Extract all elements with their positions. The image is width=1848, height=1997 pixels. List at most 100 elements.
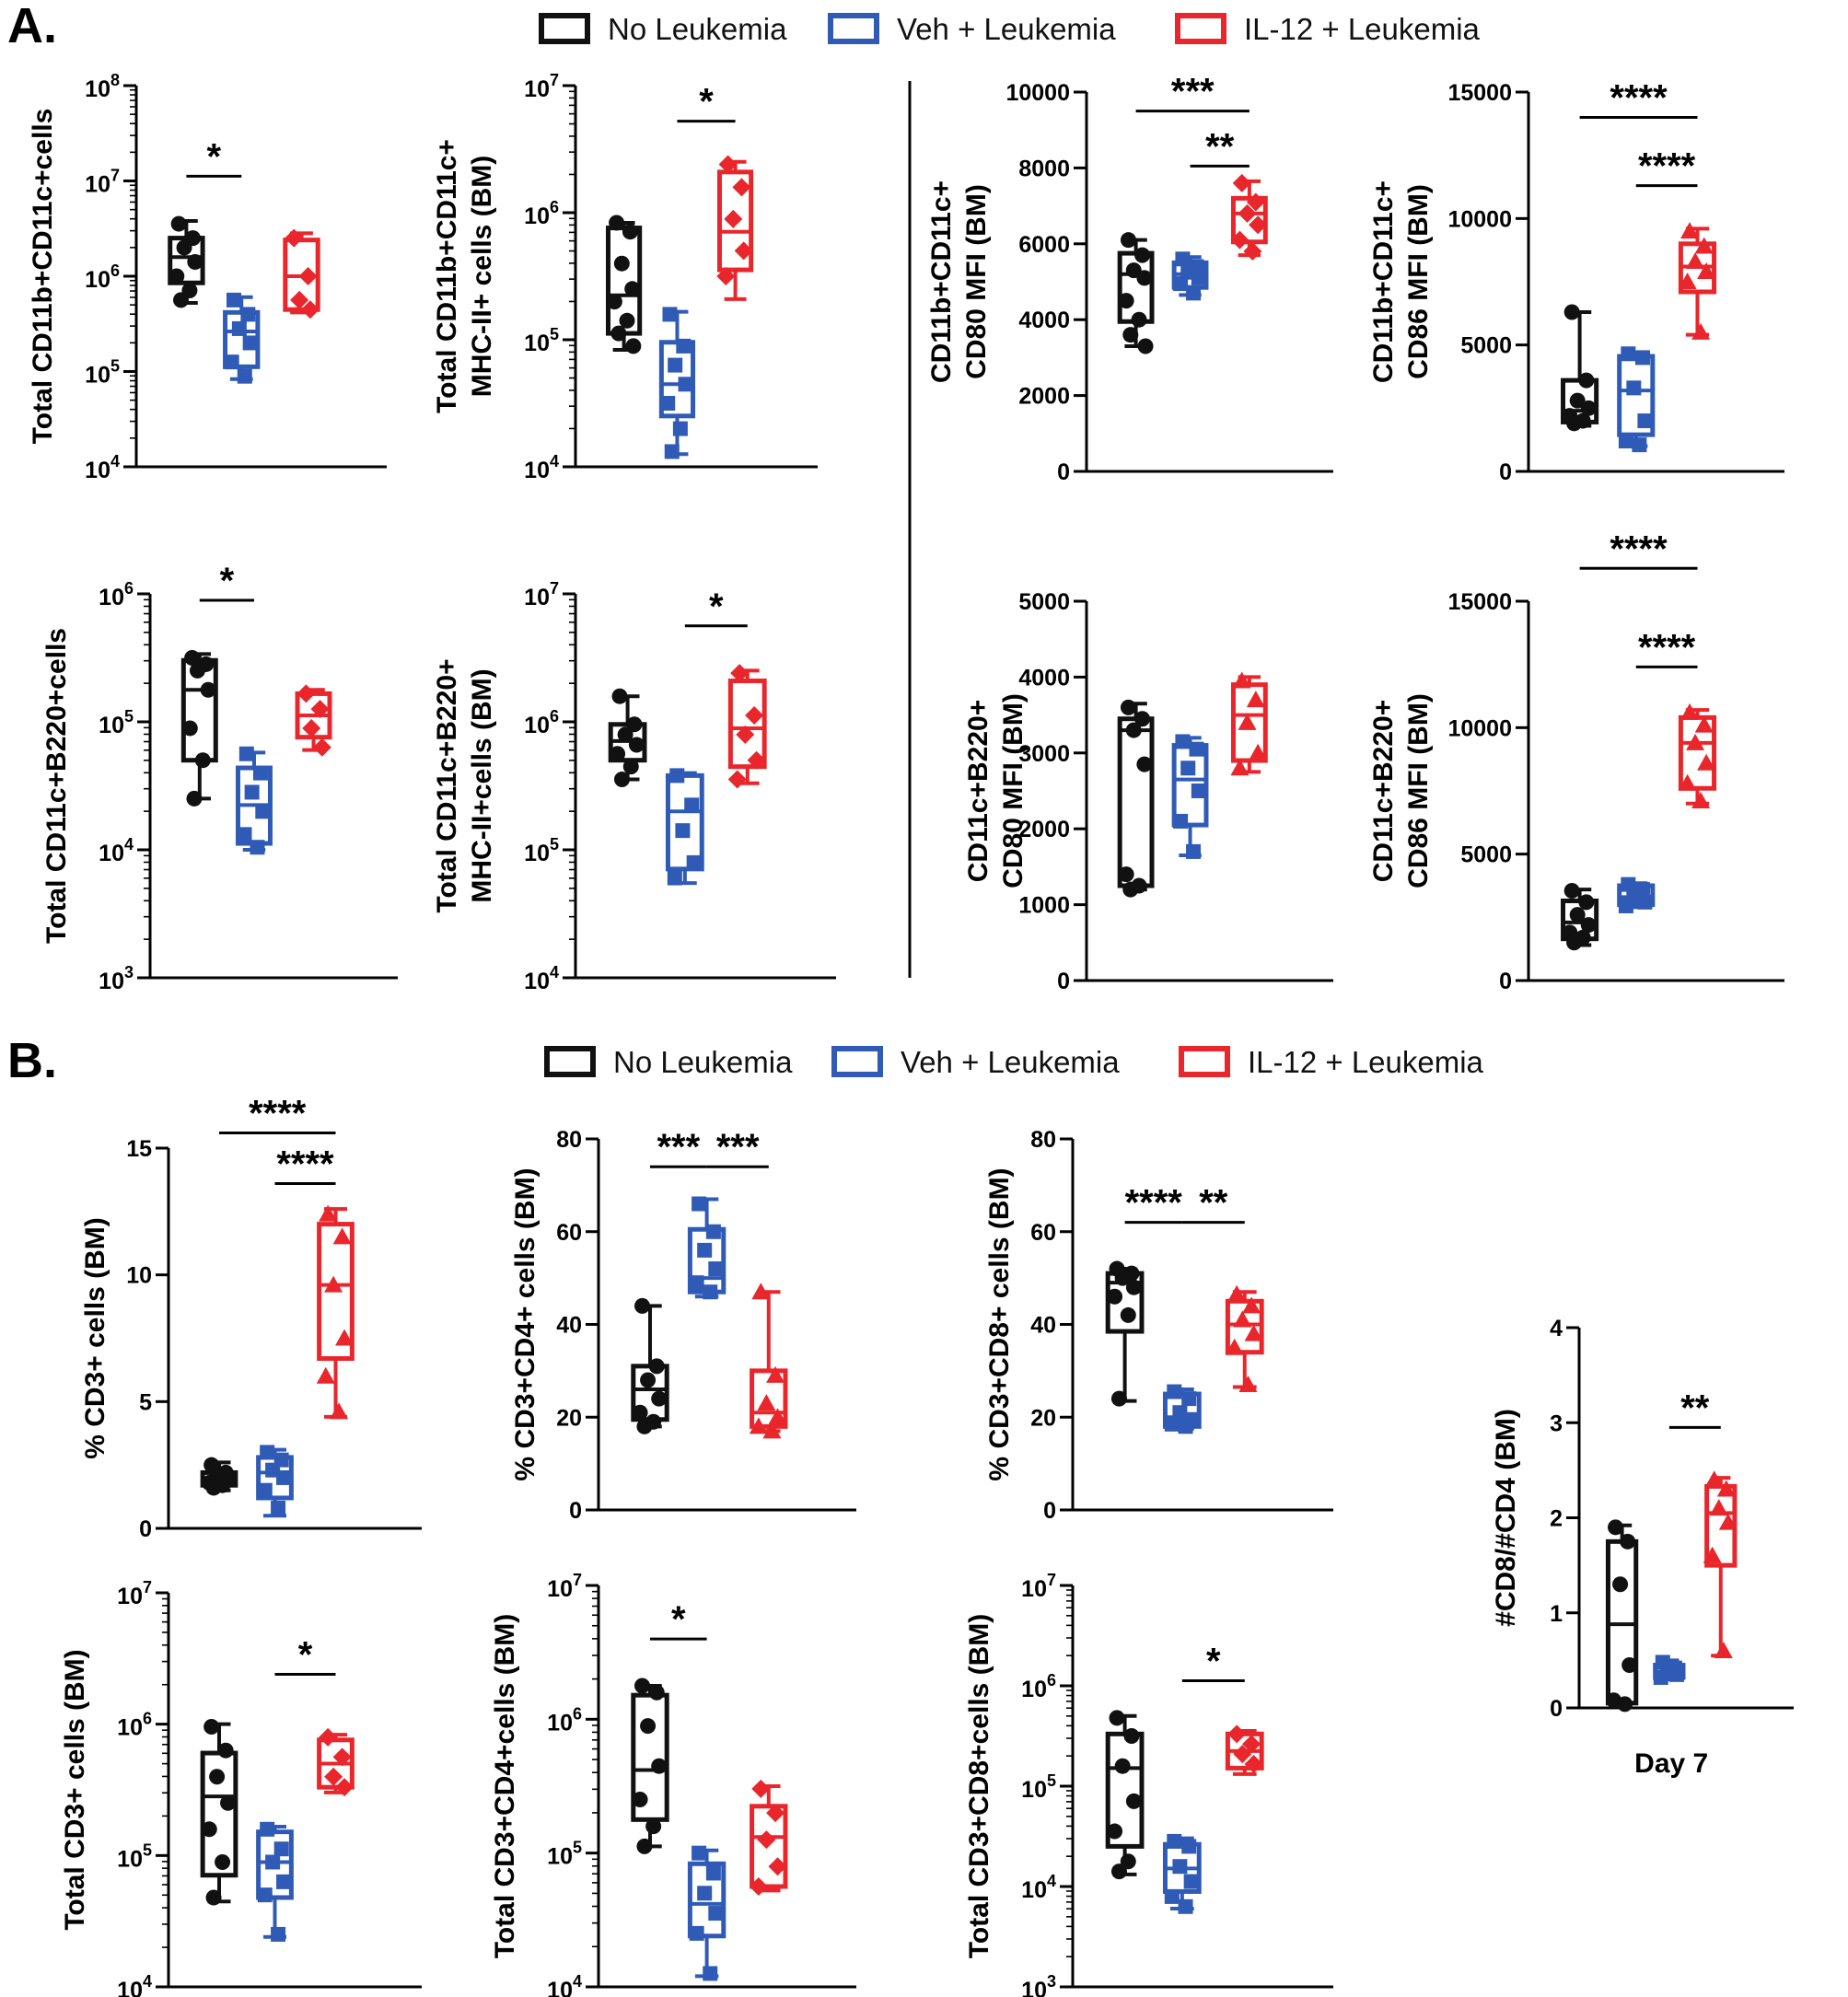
data-point bbox=[242, 335, 258, 351]
tick-label: 5000 bbox=[1460, 842, 1512, 868]
data-point bbox=[1637, 894, 1653, 910]
data-point bbox=[181, 720, 198, 737]
tick-label: 1000 bbox=[1018, 893, 1070, 919]
data-point bbox=[1678, 273, 1697, 289]
box-group bbox=[687, 1845, 726, 1981]
y-axis-title: #CD8/#CD4 (BM) bbox=[1491, 1409, 1521, 1627]
data-point bbox=[1172, 1405, 1188, 1421]
significance: ** bbox=[1181, 1183, 1245, 1225]
data-point bbox=[186, 790, 203, 807]
y-axis-title: CD86 MFI (BM) bbox=[1403, 184, 1434, 379]
tick-label: 105 bbox=[524, 325, 559, 356]
data-point bbox=[768, 1857, 787, 1876]
tick-label: 106 bbox=[524, 198, 559, 229]
tick-label: 104 bbox=[85, 452, 120, 483]
data-point bbox=[751, 1283, 771, 1300]
data-point bbox=[1164, 1416, 1180, 1432]
data-point bbox=[727, 770, 747, 789]
data-point bbox=[648, 1684, 665, 1701]
tick-label: 108 bbox=[85, 71, 120, 102]
box-group bbox=[200, 1719, 238, 1906]
tick-label: 107 bbox=[524, 579, 559, 610]
tick-label: 15 bbox=[126, 1136, 152, 1162]
box-group bbox=[180, 650, 218, 807]
significance-stars: * bbox=[699, 82, 714, 122]
box-group bbox=[200, 1457, 238, 1496]
data-point bbox=[1118, 293, 1134, 309]
data-point bbox=[1246, 192, 1265, 212]
data-point bbox=[1131, 311, 1147, 328]
data-point bbox=[703, 1966, 718, 1981]
data-point bbox=[757, 1830, 776, 1850]
data-point bbox=[705, 1224, 721, 1239]
y-axis-title: % CD3+CD4+ cells (BM) bbox=[510, 1167, 540, 1480]
data-point bbox=[678, 377, 693, 392]
tick-label: 103 bbox=[99, 963, 134, 994]
tick-label: 80 bbox=[1030, 1127, 1056, 1153]
tick-label: 104 bbox=[117, 1972, 152, 1997]
y-axis-title: CD11c+B220+ bbox=[963, 700, 994, 883]
box-group bbox=[316, 1204, 354, 1420]
box-group bbox=[1105, 1260, 1145, 1407]
box bbox=[750, 1804, 788, 1889]
data-point bbox=[273, 1841, 289, 1857]
data-point bbox=[1125, 722, 1142, 738]
tick-label: 107 bbox=[117, 1578, 152, 1609]
data-point bbox=[1718, 1513, 1738, 1530]
legend-swatch bbox=[1175, 13, 1226, 44]
tick-label: 103 bbox=[1021, 1972, 1056, 1997]
data-point bbox=[1580, 917, 1597, 934]
box-group bbox=[1225, 1724, 1264, 1776]
tick-label: 10000 bbox=[1447, 715, 1512, 741]
y-axis-title: % CD3+ cells (BM) bbox=[80, 1217, 110, 1459]
data-point bbox=[302, 718, 321, 737]
data-point bbox=[1680, 702, 1700, 720]
y-axis-title: Total CD11b+CD11c+cells bbox=[28, 109, 58, 445]
y-axis-title: Total CD3+ cells (BM) bbox=[60, 1649, 90, 1930]
box-group bbox=[1117, 232, 1155, 354]
data-point bbox=[276, 1469, 292, 1485]
data-point bbox=[609, 215, 625, 231]
data-point bbox=[257, 1887, 273, 1903]
data-point bbox=[1691, 322, 1711, 340]
data-point bbox=[1634, 350, 1650, 366]
data-point bbox=[718, 155, 738, 174]
data-point bbox=[1164, 1888, 1180, 1904]
significance-stars: ** bbox=[1205, 126, 1235, 167]
tick-label: 0 bbox=[1499, 459, 1512, 485]
data-point bbox=[1233, 1310, 1252, 1328]
y-axis-title: Total CD11b+CD11c+ bbox=[432, 139, 462, 413]
tick-label: 105 bbox=[85, 357, 120, 389]
data-point bbox=[184, 650, 201, 666]
data-point bbox=[749, 1877, 768, 1896]
tick-label: 8000 bbox=[1018, 156, 1070, 181]
data-point bbox=[1173, 276, 1189, 292]
tick-label: 2000 bbox=[1018, 384, 1070, 410]
tick-label: 20 bbox=[556, 1405, 582, 1431]
significance: **** bbox=[274, 1144, 336, 1186]
data-point bbox=[1246, 691, 1265, 708]
data-point bbox=[692, 1196, 707, 1212]
data-point bbox=[1249, 215, 1268, 235]
data-point bbox=[619, 312, 635, 329]
box-group bbox=[1105, 1710, 1145, 1880]
data-point bbox=[324, 1767, 343, 1786]
data-point bbox=[1569, 907, 1586, 923]
data-point bbox=[300, 300, 320, 319]
y-axis-title: CD11c+B220+ bbox=[1368, 700, 1399, 883]
tick-label: 10 bbox=[126, 1263, 152, 1289]
data-point bbox=[1580, 400, 1597, 416]
data-point bbox=[285, 228, 304, 248]
tick-label: 4000 bbox=[1018, 665, 1070, 691]
tick-label: 15000 bbox=[1447, 589, 1512, 615]
box-group bbox=[1162, 1833, 1202, 1914]
data-point bbox=[238, 746, 254, 761]
data-point bbox=[1120, 1306, 1136, 1323]
data-point bbox=[1134, 711, 1151, 727]
data-point bbox=[1244, 1755, 1263, 1774]
data-point bbox=[316, 1366, 335, 1384]
data-point bbox=[636, 1418, 653, 1434]
